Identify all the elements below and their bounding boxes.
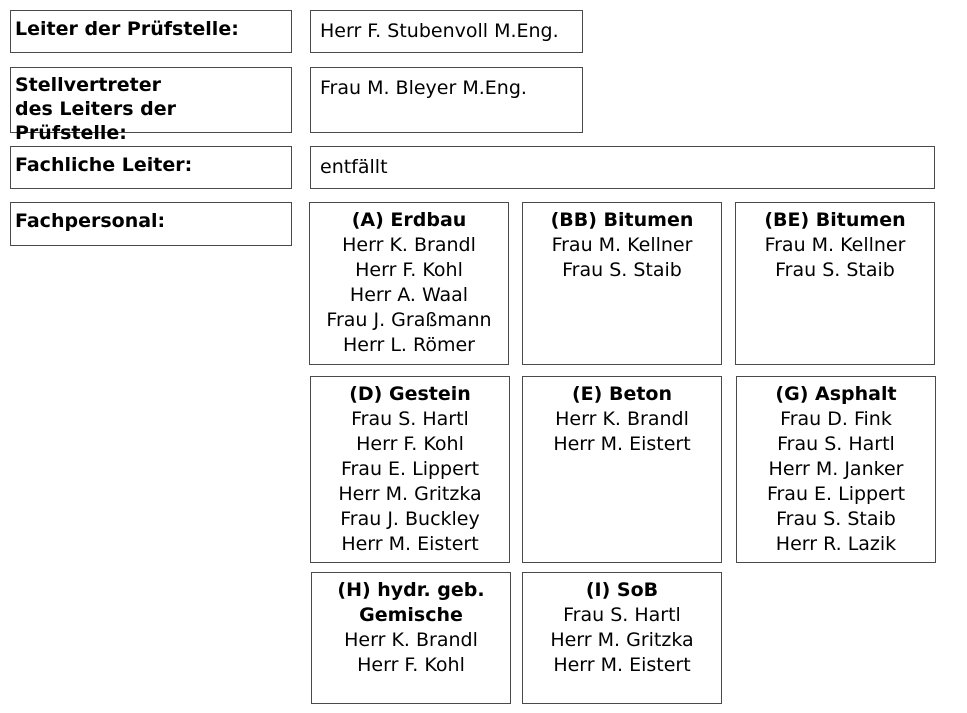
fachliche-value-box: entfällt bbox=[310, 146, 935, 189]
group-g-asphalt: (G) Asphalt Frau D. Fink Frau S. Hartl H… bbox=[736, 376, 936, 563]
person: Frau S. Staib bbox=[775, 259, 895, 281]
group-title: (H) hydr. geb. bbox=[337, 579, 485, 601]
person: Herr F. Kohl bbox=[357, 654, 465, 676]
stellvertreter-value-box: Frau M. Bleyer M.Eng. bbox=[310, 67, 583, 133]
person: Herr K. Brandl bbox=[342, 234, 476, 256]
group-d-gestein: (D) Gestein Frau S. Hartl Herr F. Kohl F… bbox=[310, 376, 510, 563]
leiter-label: Leiter der Prüfstelle: bbox=[15, 18, 239, 40]
person: Herr K. Brandl bbox=[344, 629, 478, 651]
person: Herr M. Eistert bbox=[341, 533, 479, 555]
person: Herr M. Gritzka bbox=[338, 483, 482, 505]
person: Frau M. Kellner bbox=[764, 234, 906, 256]
group-i-sob: (I) SoB Frau S. Hartl Herr M. Gritzka He… bbox=[522, 572, 722, 704]
person: Herr A. Waal bbox=[349, 284, 469, 306]
group-title: (E) Beton bbox=[572, 383, 672, 405]
leiter-value: Herr F. Stubenvoll M.Eng. bbox=[320, 20, 559, 42]
group-title: (I) SoB bbox=[585, 579, 659, 601]
person: Herr M. Eistert bbox=[553, 654, 691, 676]
person: Frau D. Fink bbox=[780, 408, 892, 430]
fachpersonal-label-box: Fachpersonal: bbox=[10, 202, 292, 246]
stellvertreter-label-box: Stellvertreter des Leiters der Prüfstell… bbox=[10, 67, 292, 144]
fachliche-label-box: Fachliche Leiter: bbox=[10, 146, 292, 189]
group-a-erdbau: (A) Erdbau Herr K. Brandl Herr F. Kohl H… bbox=[309, 202, 509, 365]
person: Frau S. Hartl bbox=[351, 408, 469, 430]
person: Frau S. Hartl bbox=[563, 604, 681, 626]
person: Herr R. Lazik bbox=[775, 533, 897, 555]
person: Herr F. Kohl bbox=[355, 259, 463, 281]
person: Herr L. Römer bbox=[343, 334, 475, 356]
person: Herr M. Janker bbox=[768, 458, 904, 480]
stellvertreter-label-line2: des Leiters der Prüfstelle: bbox=[15, 98, 177, 144]
person: Frau S. Staib bbox=[562, 259, 682, 281]
fachliche-label: Fachliche Leiter: bbox=[15, 154, 193, 176]
person: Frau J. Buckley bbox=[340, 508, 480, 530]
leiter-value-box: Herr F. Stubenvoll M.Eng. bbox=[310, 10, 583, 53]
group-title: (A) Erdbau bbox=[351, 209, 467, 231]
group-title: Gemische bbox=[359, 604, 463, 626]
group-bb-bitumen: (BB) Bitumen Frau M. Kellner Frau S. Sta… bbox=[522, 202, 722, 365]
stellvertreter-label-line1: Stellvertreter bbox=[15, 74, 161, 96]
group-title: (G) Asphalt bbox=[775, 383, 897, 405]
person: Frau S. Hartl bbox=[777, 433, 895, 455]
person: Herr M. Eistert bbox=[553, 433, 691, 455]
group-title: (BB) Bitumen bbox=[550, 209, 694, 231]
person: Herr M. Gritzka bbox=[550, 629, 694, 651]
group-be-bitumen: (BE) Bitumen Frau M. Kellner Frau S. Sta… bbox=[735, 202, 935, 365]
leiter-label-box: Leiter der Prüfstelle: bbox=[10, 10, 292, 53]
person: Frau J. Graßmann bbox=[326, 309, 492, 331]
group-e-beton: (E) Beton Herr K. Brandl Herr M. Eistert bbox=[522, 376, 722, 563]
group-title: (BE) Bitumen bbox=[764, 209, 906, 231]
person: Frau E. Lippert bbox=[340, 458, 480, 480]
person: Herr K. Brandl bbox=[555, 408, 689, 430]
group-h-hydr-geb-gemische: (H) hydr. geb. Gemische Herr K. Brandl H… bbox=[311, 572, 511, 704]
person: Frau S. Staib bbox=[776, 508, 896, 530]
person: Frau M. Kellner bbox=[551, 234, 693, 256]
person: Frau E. Lippert bbox=[766, 483, 906, 505]
fachpersonal-label: Fachpersonal: bbox=[15, 210, 166, 232]
group-title: (D) Gestein bbox=[349, 383, 471, 405]
person: Herr F. Kohl bbox=[356, 433, 464, 455]
stellvertreter-value: Frau M. Bleyer M.Eng. bbox=[320, 77, 527, 99]
fachliche-value: entfällt bbox=[320, 156, 388, 178]
